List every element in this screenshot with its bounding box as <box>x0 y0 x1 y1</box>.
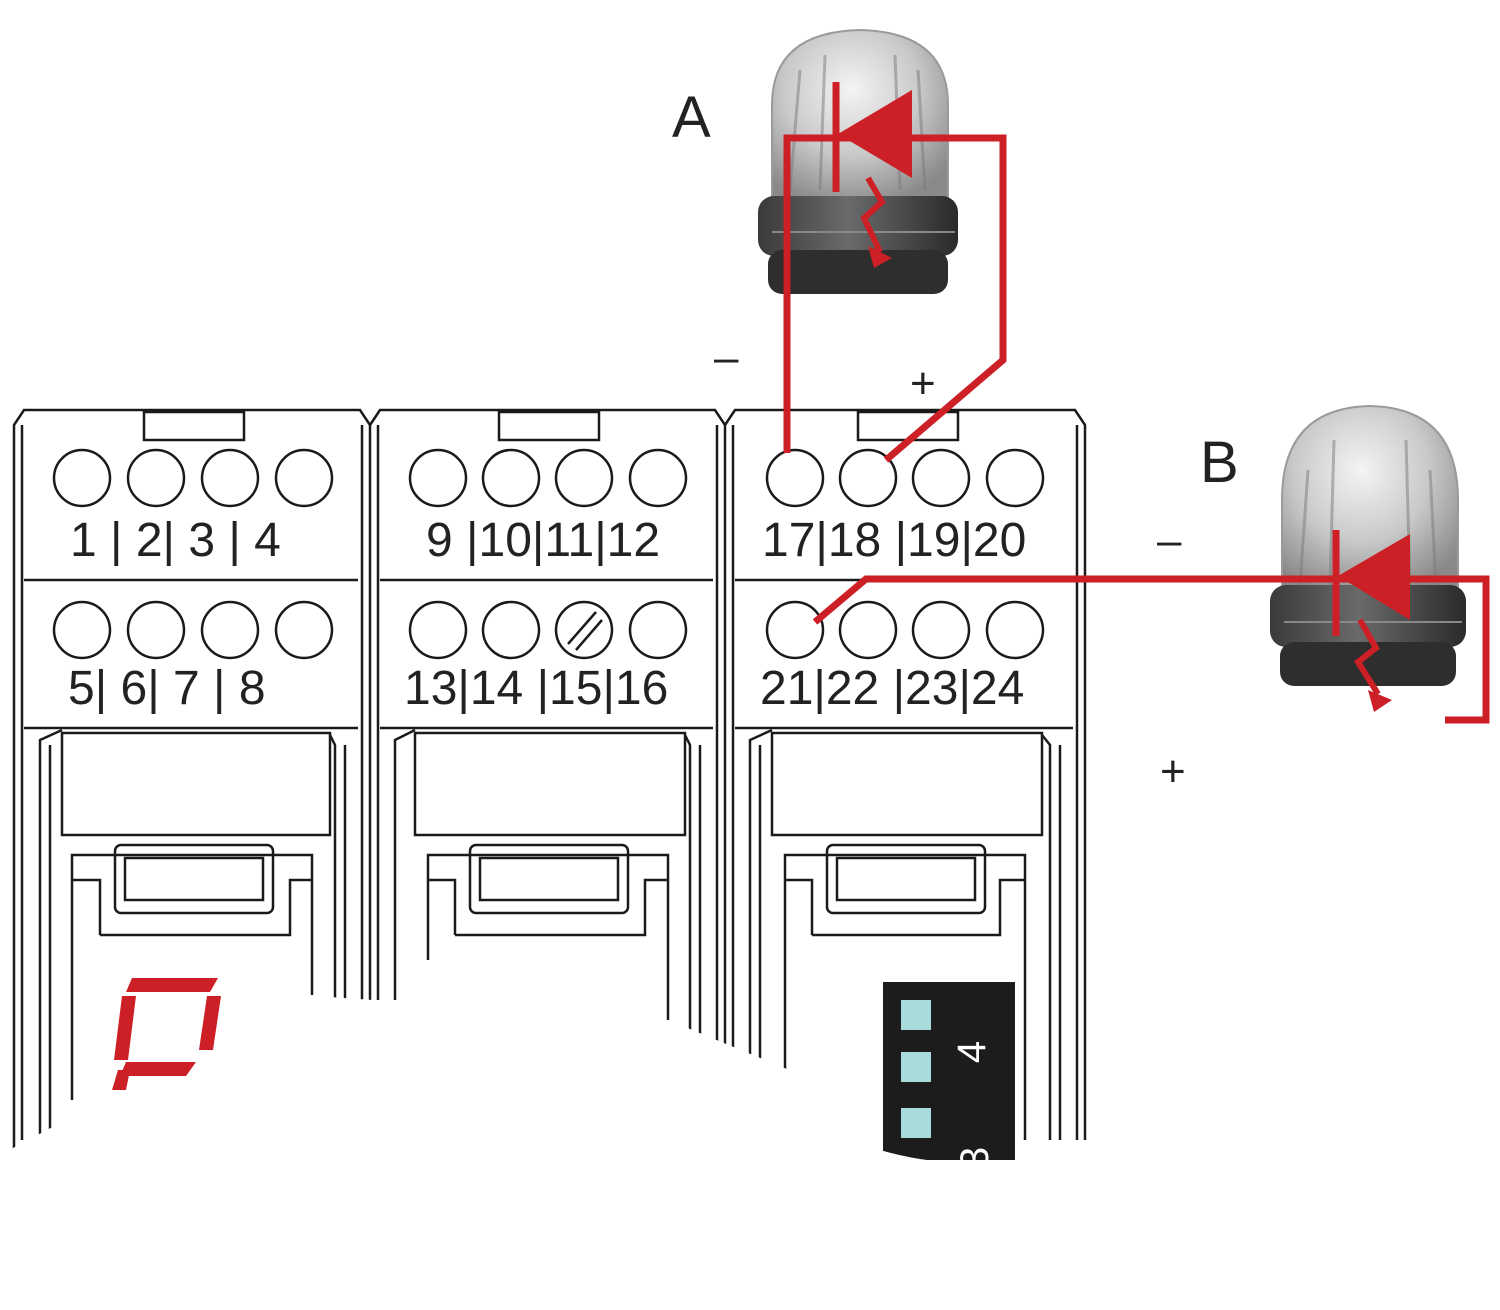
signal-lamp-b <box>1270 404 1466 686</box>
terminal-10 <box>481 448 541 508</box>
polarity-minus-a: – <box>714 333 739 382</box>
wiring-lamp-a <box>783 82 1007 463</box>
terminal-6 <box>126 600 186 660</box>
terminal-label-5-8: 5| 6| 7 | 8 <box>68 662 266 715</box>
wiring-lamp-b <box>812 530 1490 724</box>
terminal-label-9-12: 9 |10|11|12 <box>426 514 660 567</box>
dip-cut-mask <box>880 1150 1020 1170</box>
terminal-13 <box>408 600 468 660</box>
terminal-15-slash-2 <box>575 619 603 651</box>
terminal-labels: 1 | 2| 3 | 4 9 |10|11|12 17|18 |19|20 5|… <box>68 514 1026 715</box>
polarity-plus-a: + <box>910 359 936 408</box>
seven-segment-display <box>112 978 221 1090</box>
terminal-20 <box>985 448 1045 508</box>
signal-lamp-a <box>758 28 958 294</box>
terminal-24 <box>985 600 1045 660</box>
terminal-15 <box>554 600 614 660</box>
module-1 <box>12 408 372 1150</box>
lamp-label-a: A <box>672 85 711 150</box>
diode-arrow-b <box>1338 534 1410 620</box>
dip-label-4: 4 <box>950 1041 994 1063</box>
diode-arrow-a <box>838 90 912 178</box>
terminal-circles <box>52 448 1045 660</box>
module-2 <box>368 408 727 1140</box>
terminal-19 <box>911 448 971 508</box>
terminal-9 <box>408 448 468 508</box>
light-arrowhead-b <box>1368 690 1392 712</box>
terminal-2 <box>126 448 186 508</box>
cutaway-mask <box>0 995 1100 1310</box>
polarity-minus-b: – <box>1157 516 1182 565</box>
terminal-label-17-20: 17|18 |19|20 <box>762 514 1026 567</box>
terminal-8 <box>274 600 334 660</box>
lamp-label-b: B <box>1200 430 1239 495</box>
terminal-23 <box>911 600 971 660</box>
terminal-4 <box>274 448 334 508</box>
terminal-22 <box>838 600 898 660</box>
terminal-1 <box>52 448 112 508</box>
terminal-15-slash-1 <box>567 611 597 645</box>
polarity-plus-b: + <box>1160 747 1186 796</box>
terminal-label-1-4: 1 | 2| 3 | 4 <box>70 514 281 567</box>
dip-switch: 4 3 <box>883 982 1015 1169</box>
terminal-3 <box>200 448 260 508</box>
terminal-7 <box>200 600 260 660</box>
terminal-5 <box>52 600 112 660</box>
terminal-label-21-24: 21|22 |23|24 <box>760 662 1024 715</box>
terminal-12 <box>628 448 688 508</box>
terminal-16 <box>628 600 688 660</box>
light-arrowhead-a <box>868 246 892 268</box>
terminal-18 <box>838 448 898 508</box>
terminal-label-13-16: 13|14 |15|16 <box>404 662 668 715</box>
terminal-21 <box>765 600 825 660</box>
terminal-14 <box>481 600 541 660</box>
terminal-17 <box>765 448 825 508</box>
terminal-11 <box>554 448 614 508</box>
